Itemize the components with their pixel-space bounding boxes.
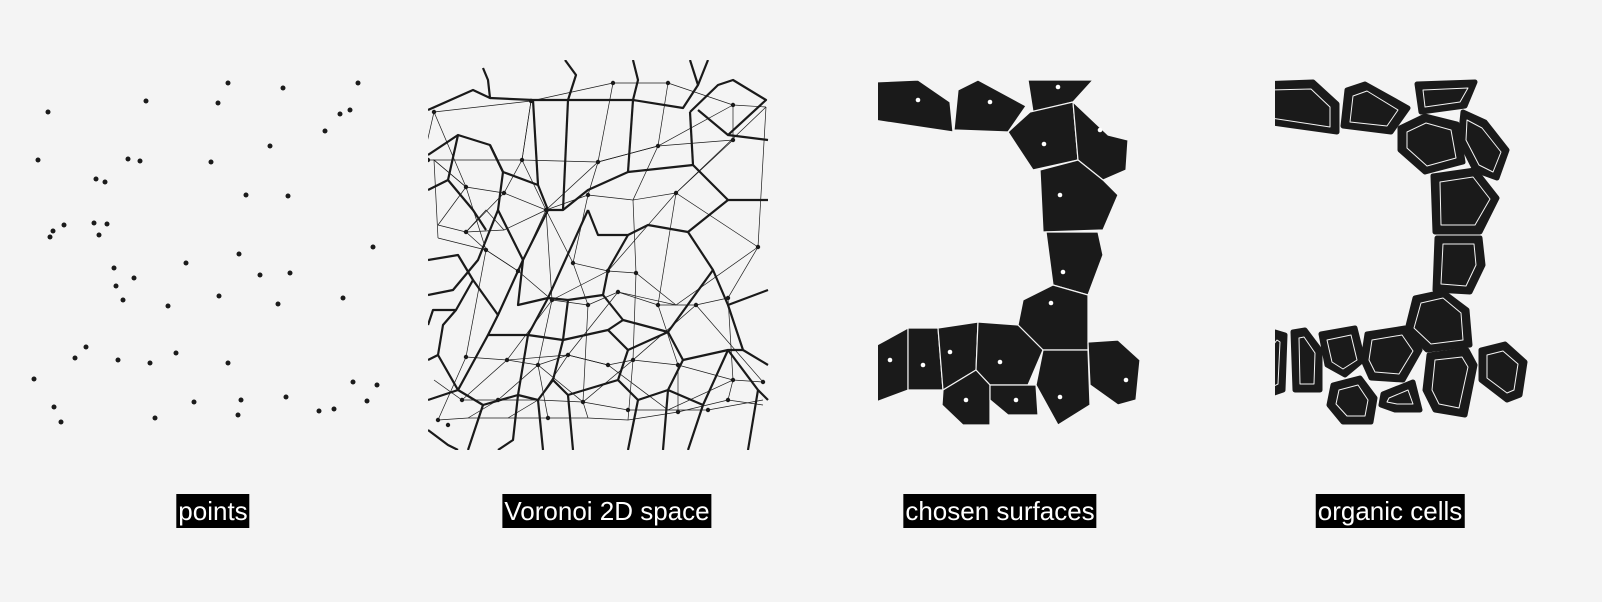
organic-cells-diagram <box>1275 79 1528 425</box>
points-panel <box>28 60 388 450</box>
organic-cells-panel <box>1275 60 1602 450</box>
chosen-surfaces-panel <box>878 60 1238 450</box>
voronoi-panel <box>428 60 788 450</box>
chosen-surfaces-diagram <box>878 79 1141 426</box>
caption-points: points <box>176 494 250 528</box>
caption-organic-cells: organic cells <box>1315 494 1465 528</box>
caption-chosen-surfaces: chosen surfaces <box>903 494 1097 528</box>
points-scatter <box>31 80 380 425</box>
voronoi-diagram <box>428 60 769 450</box>
caption-voronoi: Voronoi 2D space <box>502 494 712 528</box>
